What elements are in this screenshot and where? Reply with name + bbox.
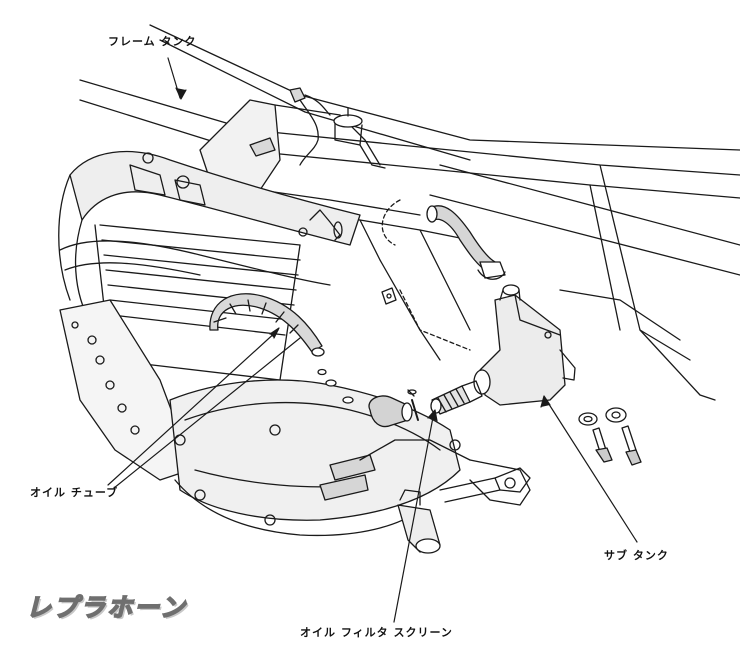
label-oil-filter-screen: オイル フィルタ スクリーン: [300, 626, 453, 639]
filler-neck: [333, 107, 386, 169]
label-sub-tank: サブ タンク: [604, 549, 669, 562]
leader-oil-tube-1: [107, 329, 279, 486]
leader-lines: [107, 57, 638, 623]
wire-harness: [249, 87, 331, 166]
arrow-frame-tank: [175, 87, 187, 100]
breather-hose: [426, 205, 506, 280]
hose-clamps: [298, 209, 397, 305]
arrow-sub-tank: [540, 395, 551, 408]
oil-filter-screen: [430, 380, 483, 415]
banjo-fitting: [368, 389, 419, 428]
sub-tank: [473, 284, 576, 406]
label-oil-tube: オイル チューブ: [30, 486, 119, 499]
hidden-outline: [381, 199, 401, 246]
arrow-oil-filter-screen: [427, 409, 438, 422]
frame-rails: [79, 24, 740, 401]
arrow-oil-tube: [269, 327, 280, 339]
watermark-logo: レプラホーン: [25, 592, 187, 623]
oil-tube: [209, 293, 325, 357]
label-frame-tank: フレーム タンク: [108, 35, 197, 48]
leader-oil-tube-2: [113, 337, 301, 489]
pedal-assembly: [397, 467, 531, 554]
hidden-line: [399, 289, 471, 351]
crankcase: [59, 299, 531, 537]
exhaust-pipe: [58, 150, 361, 331]
leader-sub-tank: [544, 397, 638, 543]
mounting-bolts: [578, 407, 642, 466]
leader-oil-filter-screen: [393, 411, 435, 623]
o-rings: [317, 368, 354, 404]
